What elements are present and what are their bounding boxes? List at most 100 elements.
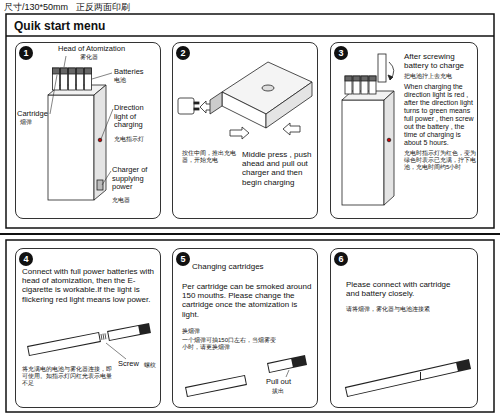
part-label: Head of Atomization [58,45,138,54]
charger-illustration [210,92,222,114]
e-cigarette [268,360,306,368]
step-panel: Changing cartridgesPer cartridge can be … [172,248,318,408]
charging-box [361,76,368,94]
cigarette-box [48,68,106,200]
part-label: 电池 [114,77,144,84]
step-panel: 按住中间，推出充电器，开始充电 Middle press , push ahead… [172,42,318,219]
part-label: Screw [118,360,144,369]
charging-box [345,76,352,81]
part-label: Charger of supplying power [112,166,158,192]
step-number-circle: 1 [19,46,33,60]
frame [0,233,500,235]
cigarette-box [69,68,76,74]
charger-illustration [194,102,199,104]
part-label: Batteries [114,68,154,77]
charger-illustration [194,108,199,110]
charging-box [384,91,394,205]
step-number: 6 [334,252,348,266]
instruction-text: After screwing battery to charge [404,52,474,70]
frame [6,14,494,228]
instruction-text: 按住中间，推出充电器，开始充电 [182,150,236,164]
leader-line [64,56,66,67]
step-panel: Please connect with cartridge and batter… [330,248,478,408]
e-cigarette [347,367,457,392]
charger-illustration [230,127,249,139]
heading: Quik start menu [14,19,105,33]
step-number: 3 [334,46,348,60]
e-cigarette [29,337,99,351]
e-cigarette [269,363,292,368]
charger-illustration [262,85,274,91]
instruction-text: 请将烟弹，雾化器与电池连接紧 [346,306,466,313]
leader-line [106,343,126,359]
leader-line [92,73,112,79]
e-cigarette [108,328,150,336]
charging-box [342,54,394,205]
e-cigarette [420,372,421,380]
step-number-circle: 6 [334,252,348,266]
part-label: Cartridge [17,110,51,119]
e-cigarette [186,380,246,392]
cigarette-box [48,95,94,200]
frame [6,240,494,412]
step-number-circle: 5 [176,252,190,266]
charging-box [353,76,360,81]
frame [0,14,500,412]
e-cigarette [109,330,139,336]
part-label: 充电指示灯 [114,136,158,143]
instruction-text: 一个烟弹可抽150口左右，当烟雾变小时，请更换烟弹 [182,337,278,351]
step-number: 1 [19,46,33,60]
step-heading: 换烟弹 [182,328,222,335]
cigarette-box [85,68,92,90]
instruction-text: 充电时指示灯为红色，变为绿色时表示已充满，拧下电池，充电时间约5小时 [404,150,476,171]
part-label: 烟弹 [20,119,40,126]
step-number-circle: 4 [19,252,33,266]
charger-illustration [178,98,194,114]
step-heading: Changing cartridges [192,262,302,271]
leader-line [50,75,57,114]
charging-box [389,62,394,80]
leader-line [102,171,111,185]
step-number-circle: 2 [176,46,190,60]
instruction-text: Middle press , push ahead and pull out c… [242,150,314,187]
instruction-text: Per cartridge can be smoked around 150 m… [182,282,312,319]
charger-illustration [178,62,312,139]
cigarette-box [77,68,84,74]
charging-box [353,76,360,94]
e-cigarette [28,328,470,392]
charging-box [342,100,384,205]
step-number: 5 [176,252,190,266]
part-label: 雾化器 [80,54,110,61]
cigarette-box [77,68,84,90]
charger-illustration [283,123,300,135]
step-number: 2 [176,46,190,60]
instruction-text: 将充满电的电池与雾化器连接，即可使用。如指示灯闪红光表示电量不足 [22,366,114,387]
leader-line [101,109,113,139]
print-note: 尺寸/130*50mm 正反两面印刷 [4,1,130,14]
charging-box [388,75,393,80]
cigarette-box [94,85,106,200]
step-panel: Connect with full power batteries with h… [15,248,161,408]
charging-box [369,76,376,81]
charging-box [387,138,391,142]
step-panel: Head of Atomization雾化器 Batteries电池 Cartrid… [15,42,161,219]
frame [6,35,494,37]
e-cigarette [346,364,470,392]
instruction-text: 把电池拧上去充电 [404,73,474,80]
leader-line [50,56,113,185]
cigarette-box [69,68,76,90]
step-number: 4 [19,252,33,266]
e-cigarette [101,336,107,337]
charger-illustration [222,92,266,128]
part-label: 充电器 [112,197,152,204]
e-cigarette [28,337,100,351]
cigarette-box [53,68,60,74]
part-label: 拔出 [272,388,292,395]
leader-line [286,370,289,377]
e-cigarette [187,380,245,392]
cigarette-box [61,68,68,90]
part-label: 螺纹 [144,362,158,369]
cigarette-box [61,68,68,74]
instruction-text: Connect with full power batteries with h… [22,267,156,304]
charging-box [378,54,386,82]
